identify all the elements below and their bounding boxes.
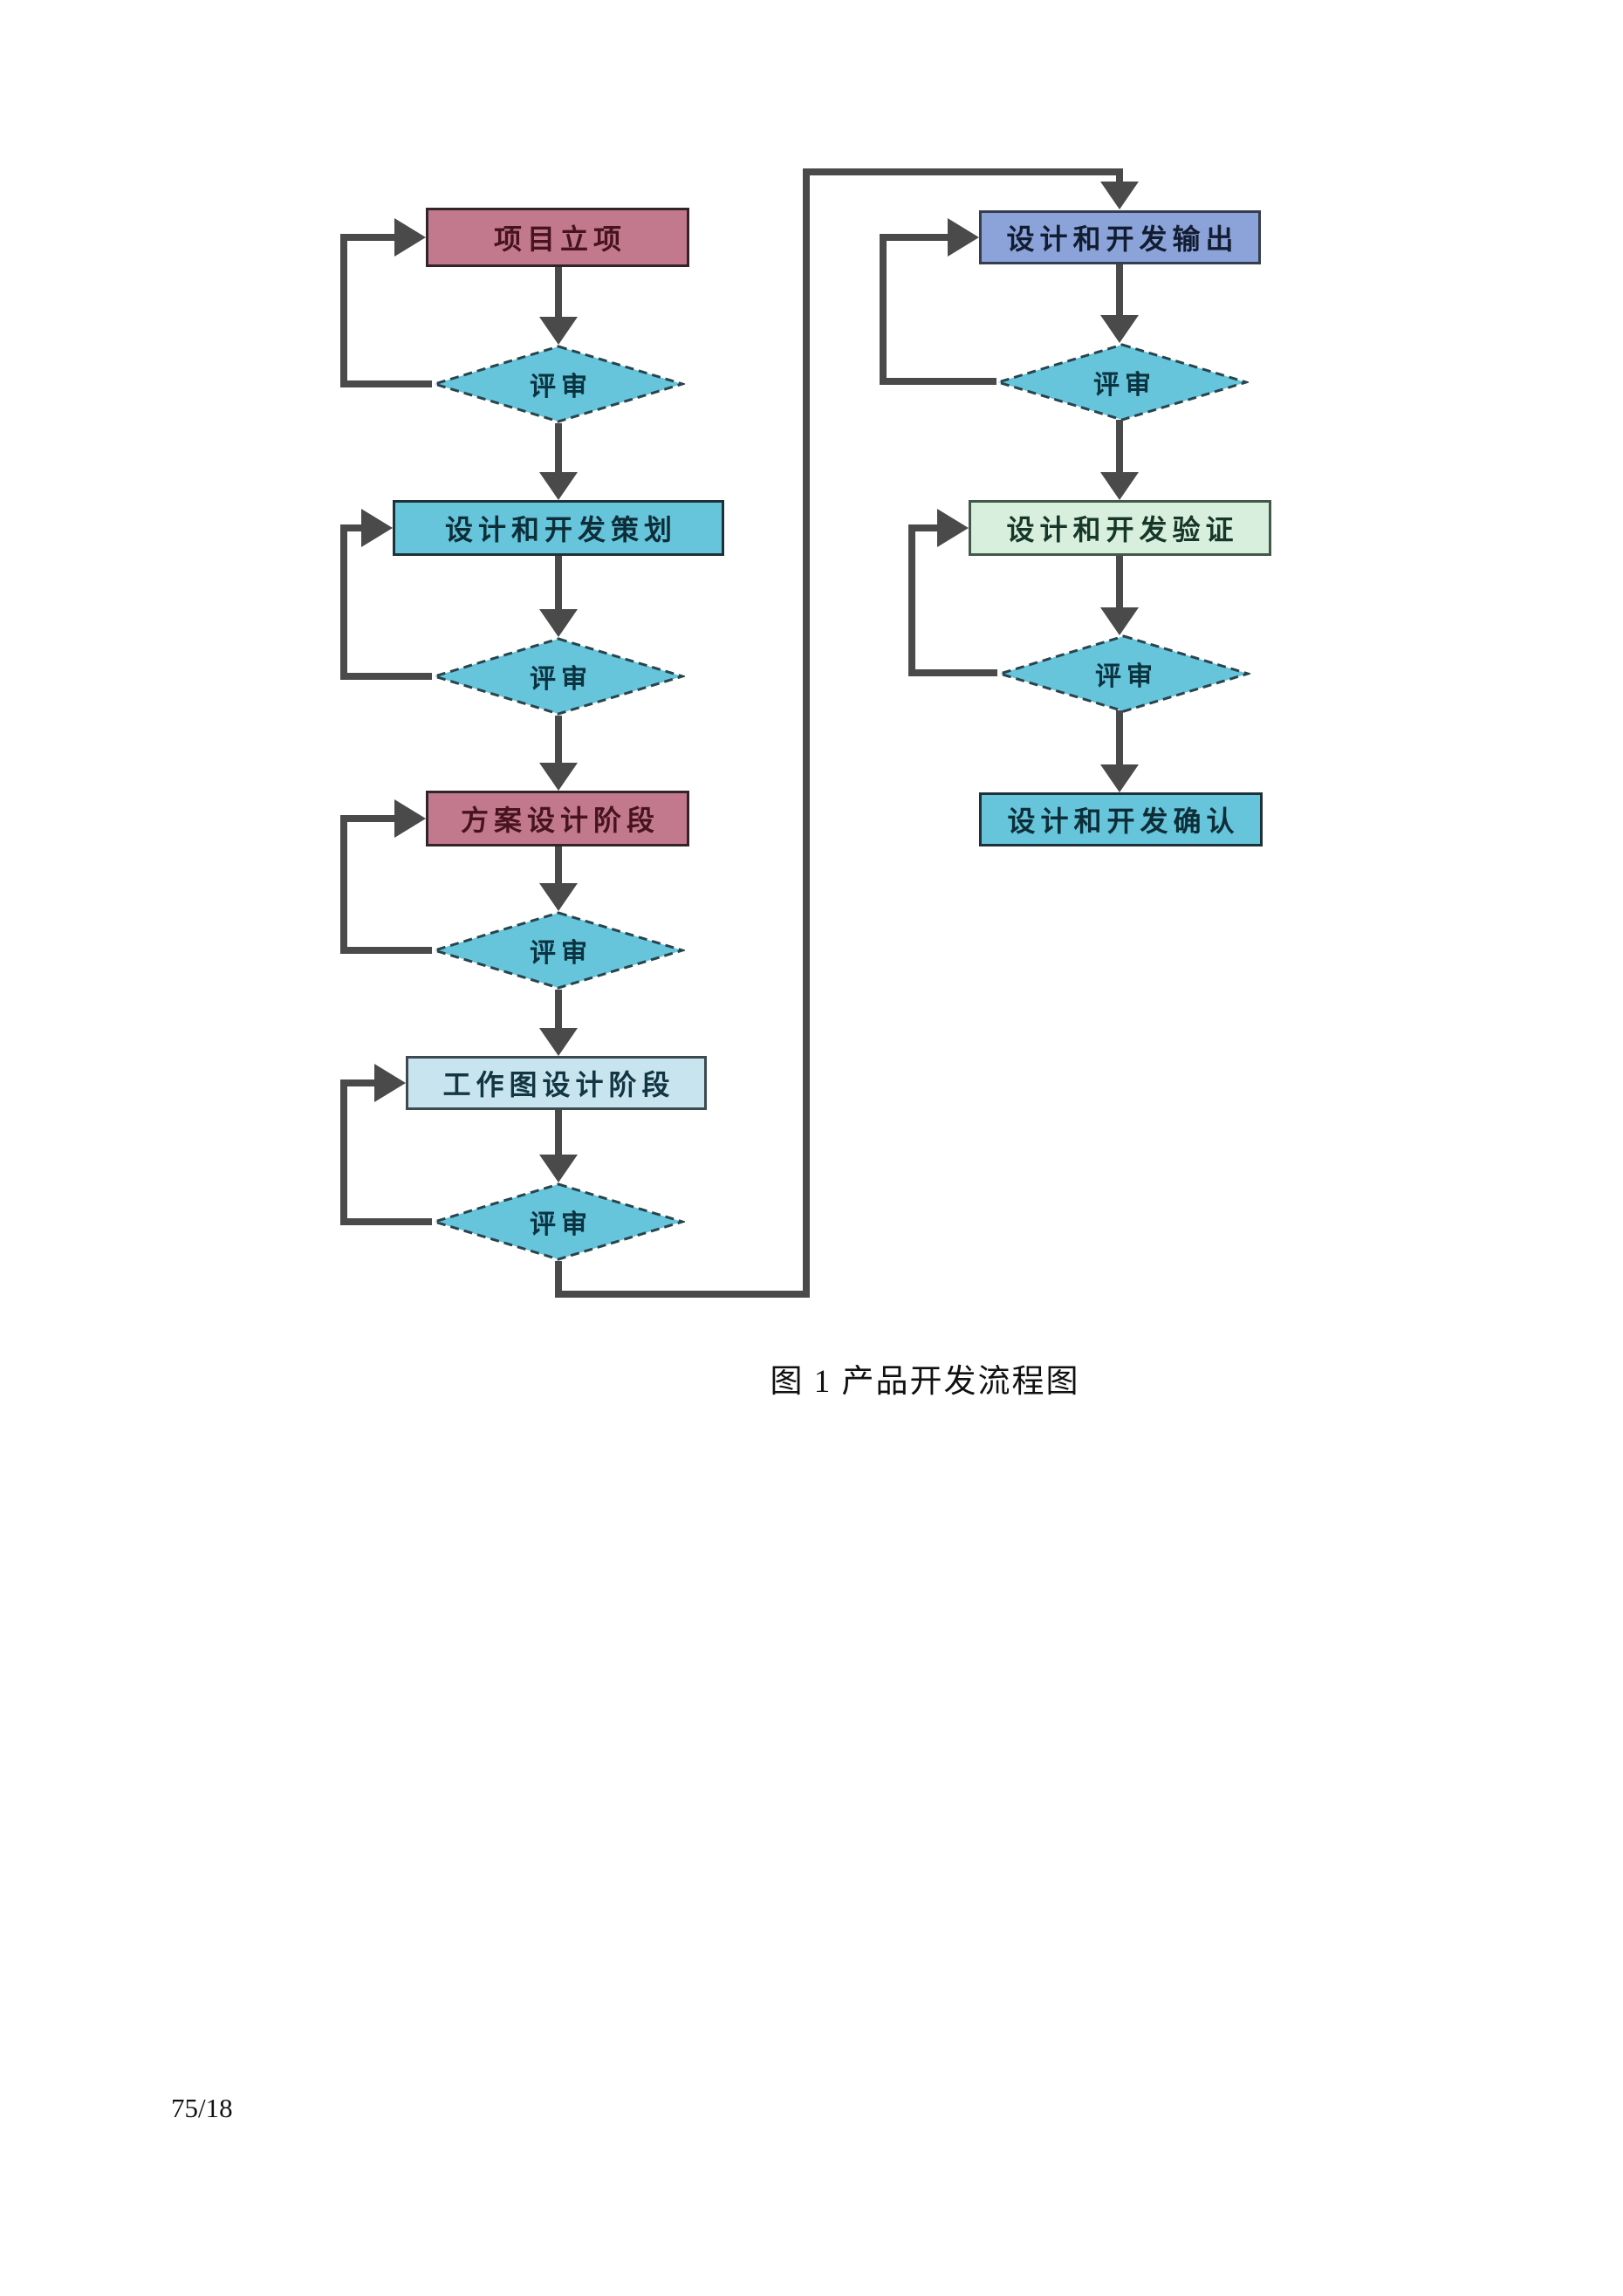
node-working-drawing-phase: 工作图设计阶段	[406, 1056, 707, 1110]
arrowhead-down-icon	[539, 1155, 578, 1182]
node-design-dev-verification: 设计和开发验证	[969, 500, 1271, 556]
node-design-dev-output: 设计和开发输出	[979, 210, 1261, 264]
diamond-shape	[432, 911, 685, 990]
node-design-dev-confirmation: 设计和开发确认	[979, 792, 1263, 846]
loop5-bottom-segment	[880, 378, 996, 385]
node-project-initiation: 项目立项	[426, 208, 689, 267]
arrowhead-down-icon	[539, 763, 578, 791]
connector-box5-review5	[1116, 264, 1123, 315]
arrowhead-right-icon	[361, 509, 393, 547]
node-scheme-design-phase: 方案设计阶段	[426, 791, 689, 846]
connector-box2-review2	[555, 556, 562, 609]
loop3-vertical-segment	[340, 815, 347, 954]
loop6-bottom-segment	[908, 669, 997, 676]
loop6-vertical-segment	[908, 524, 915, 676]
arrowhead-down-icon	[539, 609, 578, 637]
arrowhead-down-icon	[539, 883, 578, 911]
connector-box6-review6	[1116, 556, 1123, 607]
connector-box3-review3	[555, 846, 562, 883]
arrowhead-down-icon	[539, 1028, 578, 1056]
arrowhead-down-icon	[1100, 607, 1139, 635]
arrowhead-right-icon	[394, 218, 426, 257]
figure-caption: 图 1 产品开发流程图	[770, 1364, 1080, 1400]
decision-review-3: 评审	[432, 911, 685, 990]
decision-label: 评审	[1095, 661, 1158, 692]
arrowhead-down-icon	[1100, 764, 1139, 792]
connector-review2-box3	[555, 716, 562, 763]
arrowhead-down-icon	[1100, 315, 1139, 343]
loop5-vertical-segment	[880, 234, 887, 385]
connector-review1-box2	[555, 423, 562, 472]
arrowhead-down-icon	[1100, 182, 1139, 209]
loop4-top-segment	[340, 1079, 374, 1086]
main-connector-top-horizontal	[803, 168, 1123, 175]
decision-label: 评审	[530, 664, 592, 695]
decision-review-5: 评审	[996, 343, 1249, 422]
diamond-shape	[432, 1182, 685, 1261]
decision-label: 评审	[530, 372, 592, 402]
decision-review-2: 评审	[432, 637, 685, 716]
decision-label: 评审	[1093, 370, 1156, 401]
arrowhead-down-icon	[1100, 472, 1139, 500]
decision-label: 评审	[530, 1210, 592, 1240]
loop1-bottom-segment	[340, 380, 432, 387]
main-connector-bottom-horizontal	[555, 1291, 810, 1298]
node-design-dev-planning: 设计和开发策划	[393, 500, 724, 556]
loop4-vertical-segment	[340, 1079, 347, 1225]
main-connector-diamond4-drop	[555, 1261, 562, 1298]
connector-review3-box4	[555, 990, 562, 1028]
loop2-top-segment	[340, 524, 361, 531]
arrowhead-right-icon	[394, 799, 426, 838]
arrowhead-right-icon	[948, 218, 979, 257]
main-connector-entry-drop	[1116, 168, 1123, 183]
loop2-bottom-segment	[340, 673, 432, 680]
decision-review-1: 评审	[432, 345, 685, 423]
decision-review-6: 评审	[997, 634, 1250, 713]
diamond-shape	[432, 637, 685, 716]
arrowhead-right-icon	[374, 1064, 406, 1102]
connector-box1-review1	[555, 267, 562, 317]
loop5-top-segment	[880, 234, 948, 241]
loop3-top-segment	[340, 815, 394, 822]
decision-label: 评审	[530, 938, 592, 969]
main-connector-vertical-riser	[803, 168, 810, 1298]
loop6-top-segment	[908, 524, 937, 531]
loop1-vertical-segment	[340, 234, 347, 387]
connector-box4-review4	[555, 1110, 562, 1155]
loop4-bottom-segment	[340, 1218, 432, 1225]
loop1-top-segment	[340, 234, 394, 241]
decision-review-4: 评审	[432, 1182, 685, 1261]
loop3-bottom-segment	[340, 947, 432, 954]
arrowhead-down-icon	[539, 317, 578, 345]
diamond-shape	[997, 634, 1250, 713]
arrowhead-right-icon	[937, 509, 969, 547]
loop2-vertical-segment	[340, 524, 347, 680]
diamond-shape	[432, 345, 685, 423]
connector-review6-box7	[1116, 710, 1123, 764]
arrowhead-down-icon	[539, 472, 578, 500]
page-number: 75/18	[171, 2093, 233, 2123]
connector-review5-box6	[1116, 420, 1123, 472]
